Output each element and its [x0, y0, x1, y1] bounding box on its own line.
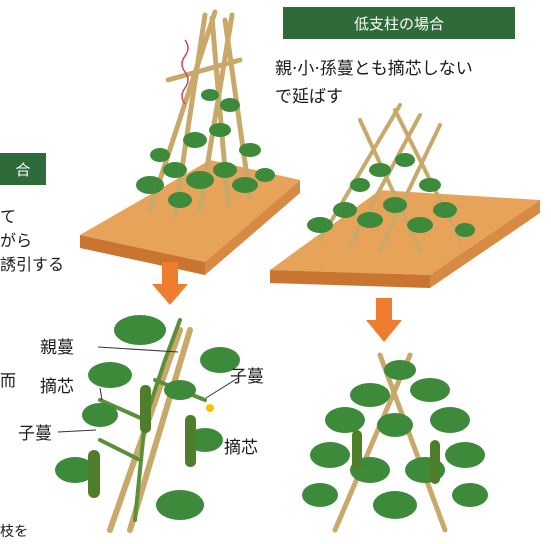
arrow-down-right-icon	[366, 298, 402, 342]
label-pinch-left: 摘芯	[40, 377, 74, 397]
left-caption-line: がら	[0, 231, 33, 250]
left-caption-line: て	[0, 207, 17, 226]
left-section-tag-label: 合	[15, 160, 31, 179]
left-caption: て がら 誘引する	[0, 205, 64, 277]
label-parent-vine: 親蔓	[40, 338, 74, 358]
tall-support-bed	[80, 9, 300, 275]
label-child-vine-left: 子蔓	[18, 424, 52, 444]
right-section-tag: 低支柱の場合	[283, 7, 515, 39]
arrow-down-left-icon	[152, 262, 188, 305]
unpinched-cucumber-plant	[302, 352, 488, 533]
left-section-tag: 合	[0, 153, 46, 185]
label-child-vine-right: 子蔓	[230, 367, 264, 387]
right-caption: 親·小·孫蔓とも摘芯しない で延ばす	[275, 55, 473, 111]
left-stray-text: 枝を	[0, 524, 28, 540]
right-section-tag-label: 低支柱の場合	[353, 14, 444, 33]
left-stray-text: 而	[0, 371, 17, 390]
low-support-bed	[270, 103, 540, 288]
label-pinch-right: 摘芯	[224, 438, 258, 458]
pinched-cucumber-plant	[55, 315, 240, 533]
right-caption-line: で延ばす	[275, 87, 343, 107]
right-caption-line: 親·小·孫蔓とも摘芯しない	[275, 59, 473, 79]
left-caption-line: 誘引する	[0, 255, 65, 274]
